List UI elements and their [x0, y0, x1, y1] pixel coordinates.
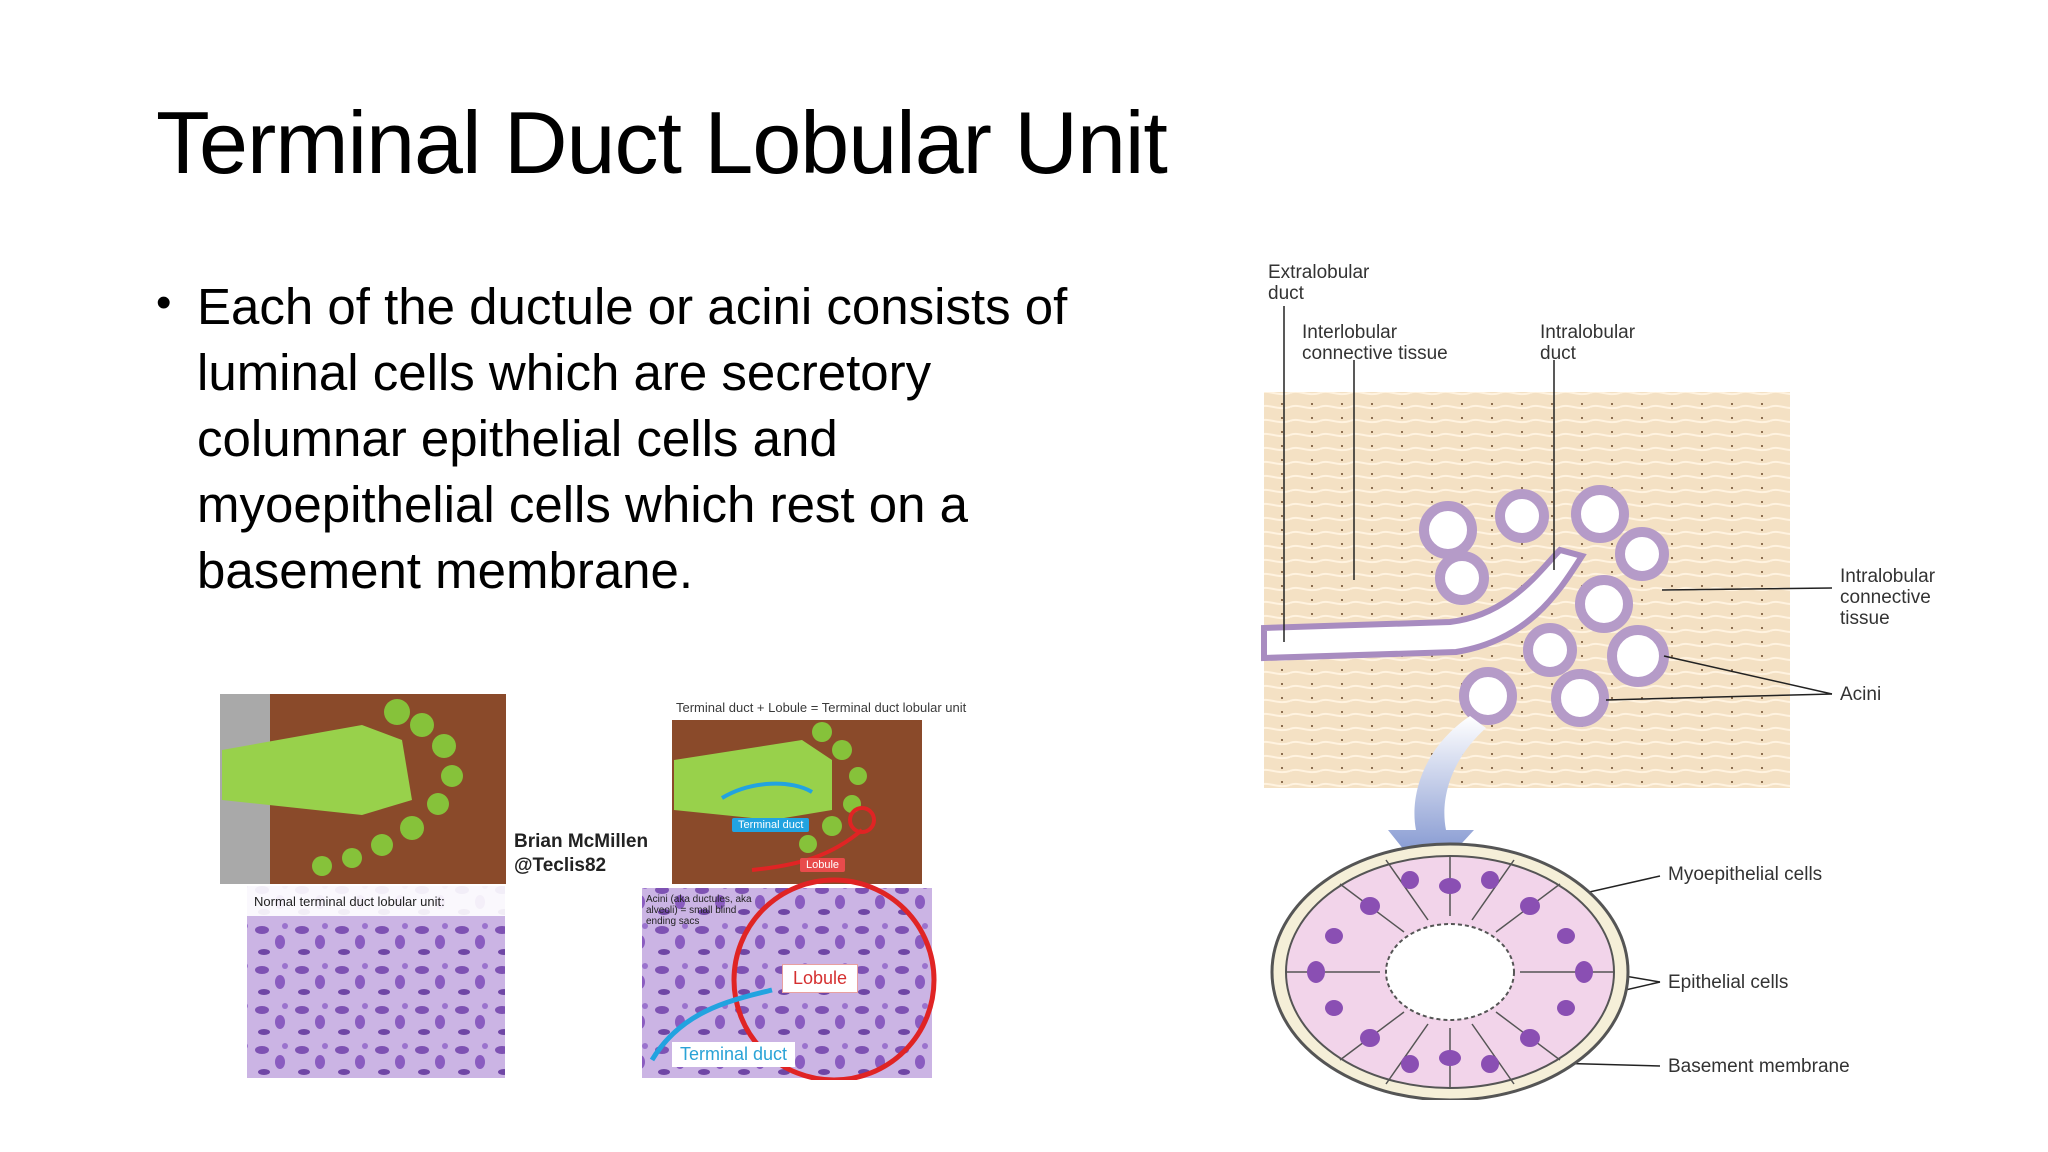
tag-lobule: Lobule: [782, 964, 859, 993]
label-acini: Acini: [1840, 684, 1882, 705]
tag-terminal-duct-small: Terminal duct: [732, 818, 810, 832]
image-credit: Brian McMillen @Teclis82: [514, 831, 649, 876]
tag-terminal-duct: Terminal duct: [672, 1042, 796, 1067]
label-basement-membrane: Basement membrane: [1668, 1056, 1850, 1077]
bullet-list: • Each of the ductule or acini consists …: [156, 274, 1116, 604]
right-figure: Extralobular duct Interlobular connectiv…: [1260, 260, 1960, 1102]
tag-lobule-small: Lobule: [800, 858, 846, 872]
caption-normal-tdlu: Normal terminal duct lobular unit:: [254, 894, 445, 909]
bullet-marker: •: [156, 278, 172, 327]
label-epithelial-cells: Epithelial cells: [1668, 972, 1789, 993]
slide-title: Terminal Duct Lobular Unit: [156, 93, 1168, 192]
tdlu-collage-image: [220, 694, 937, 1083]
label-intralobular-duct: Intralobular duct: [1540, 322, 1636, 364]
left-figure: Brian McMillen @Teclis82 Normal terminal…: [212, 680, 966, 1083]
label-interlobular-ct: Interlobular connective tissue: [1302, 322, 1448, 364]
acini-note: Acini (aka ductules, aka alveoli) = smal…: [646, 894, 752, 927]
label-myoepithelial-cells: Myoepithelial cells: [1668, 864, 1823, 885]
legend-tdlu: Terminal duct + Lobule = Terminal duct l…: [676, 700, 967, 715]
tdlu-diagram: [1261, 306, 1833, 1102]
label-extralobular-duct: Extralobular duct: [1268, 262, 1370, 304]
bullet-text: Each of the ductule or acini consists of…: [197, 278, 1068, 599]
label-intralobular-ct: Intralobular connective tissue: [1840, 566, 1936, 629]
